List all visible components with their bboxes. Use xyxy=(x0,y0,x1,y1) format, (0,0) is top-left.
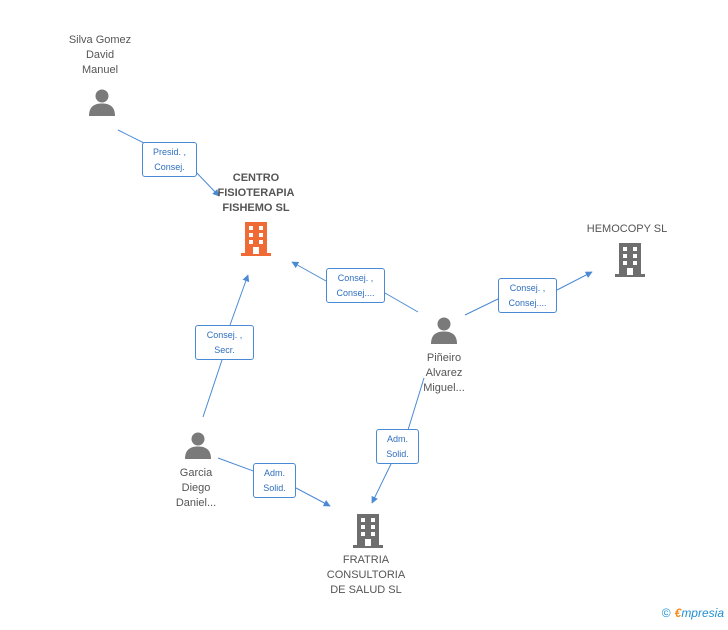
edge-line xyxy=(217,457,257,473)
edge-line xyxy=(291,261,327,282)
brand-name: mpresia xyxy=(681,606,724,620)
edge-line xyxy=(193,169,220,197)
person-label-pineiro[interactable]: Piñeiro Alvarez Miguel... xyxy=(423,352,465,394)
edge-line xyxy=(229,274,250,326)
building-icon[interactable] xyxy=(240,221,272,257)
edge-label-garcia-fratria[interactable]: Adm. Solid. xyxy=(253,463,296,498)
person-icon[interactable] xyxy=(88,88,116,116)
building-icon[interactable] xyxy=(614,242,646,278)
edge-line xyxy=(202,359,223,418)
edge-label-garcia-centro[interactable]: Consej. , Secr. xyxy=(195,325,254,360)
edge-label-pineiro-fratria[interactable]: Adm. Solid. xyxy=(376,429,419,464)
company-label-hemocopy[interactable]: HEMOCOPY SL xyxy=(586,223,668,235)
person-icon[interactable] xyxy=(184,431,212,459)
brand-e-icon: € xyxy=(674,606,682,620)
edge-label-pineiro-hemocopy[interactable]: Consej. , Consej.... xyxy=(498,278,557,313)
edge-line xyxy=(407,377,425,431)
edge-line xyxy=(556,271,593,291)
company-label-centro[interactable]: CENTRO FISIOTERAPIA FISHEMO SL xyxy=(217,172,295,214)
person-label-garcia[interactable]: Garcia Diego Daniel... xyxy=(175,467,217,509)
company-label-fratria[interactable]: FRATRIA CONSULTORIA DE SALUD SL xyxy=(326,554,406,596)
brand-logo[interactable]: ©€mpresia xyxy=(662,606,724,620)
edge-label-silva-centro[interactable]: Presid. , Consej. xyxy=(142,142,197,177)
edge-line xyxy=(464,297,501,316)
building-icon[interactable] xyxy=(352,513,384,549)
edge-label-pineiro-centro[interactable]: Consej. , Consej.... xyxy=(326,268,385,303)
person-label-silva[interactable]: Silva Gomez David Manuel xyxy=(68,34,132,76)
copyright-icon: © xyxy=(661,606,671,620)
edge-line xyxy=(295,487,331,507)
edge-line xyxy=(384,292,419,313)
edge-line xyxy=(371,463,392,504)
person-icon[interactable] xyxy=(430,316,458,344)
